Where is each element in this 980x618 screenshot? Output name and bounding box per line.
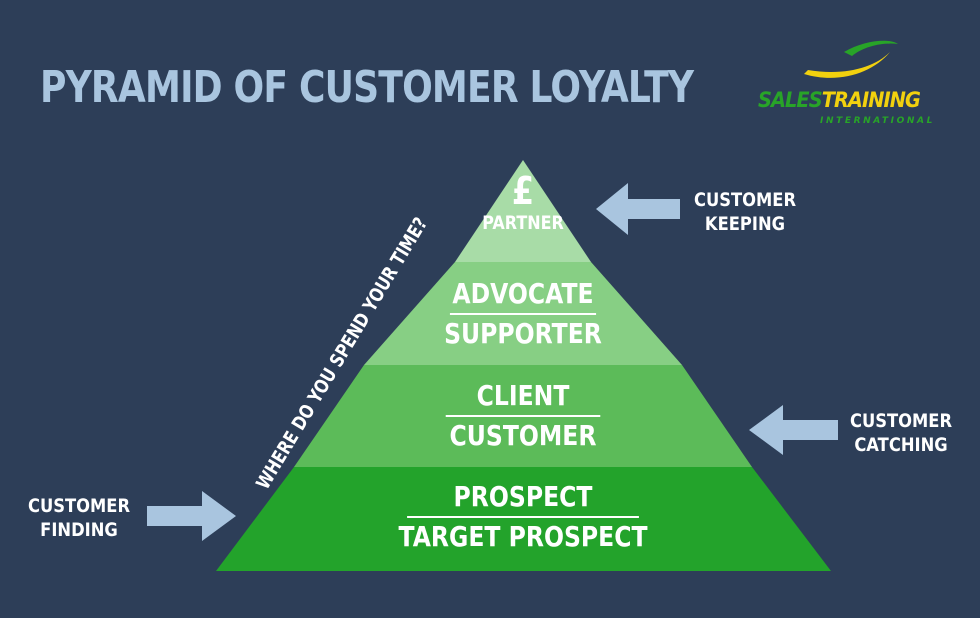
target-prospect-label: TARGET PROSPECT bbox=[398, 520, 648, 553]
supporter-label: SUPPORTER bbox=[444, 317, 602, 350]
arrow-keeping-icon bbox=[596, 183, 680, 235]
page-title: PYRAMID OF CUSTOMER LOYALTY bbox=[40, 62, 694, 113]
customer-label: CUSTOMER bbox=[449, 419, 597, 452]
logo-wordmark: SALESTRAINING bbox=[758, 88, 921, 112]
tier-advocate-text: ADVOCATE SUPPORTER bbox=[439, 278, 607, 350]
tier-client-text: CLIENT CUSTOMER bbox=[439, 380, 607, 452]
pound-icon: £ bbox=[511, 169, 535, 213]
arrow-catching-icon bbox=[749, 405, 838, 455]
tier-prospect bbox=[216, 467, 831, 571]
divider bbox=[449, 313, 597, 315]
divider bbox=[445, 415, 601, 417]
customer-finding-label: CUSTOMER FINDING bbox=[27, 495, 131, 541]
swoosh-icon bbox=[804, 40, 898, 78]
logo-subtitle: INTERNATIONAL bbox=[820, 116, 935, 126]
partner-label: PARTNER bbox=[482, 212, 564, 234]
arrow-finding-icon bbox=[147, 491, 236, 541]
advocate-label: ADVOCATE bbox=[452, 277, 594, 310]
customer-catching-label: CUSTOMER CATCHING bbox=[849, 410, 953, 456]
tier-partner bbox=[455, 160, 591, 262]
prospect-label: PROSPECT bbox=[453, 480, 593, 513]
apex-label: £ PARTNER bbox=[473, 170, 574, 234]
client-label: CLIENT bbox=[476, 379, 570, 412]
divider bbox=[407, 516, 639, 518]
sales-training-logo: SALESTRAINING INTERNATIONAL bbox=[752, 36, 952, 136]
tier-prospect-text: PROSPECT TARGET PROSPECT bbox=[397, 481, 649, 553]
customer-keeping-label: CUSTOMER KEEPING bbox=[693, 189, 797, 235]
